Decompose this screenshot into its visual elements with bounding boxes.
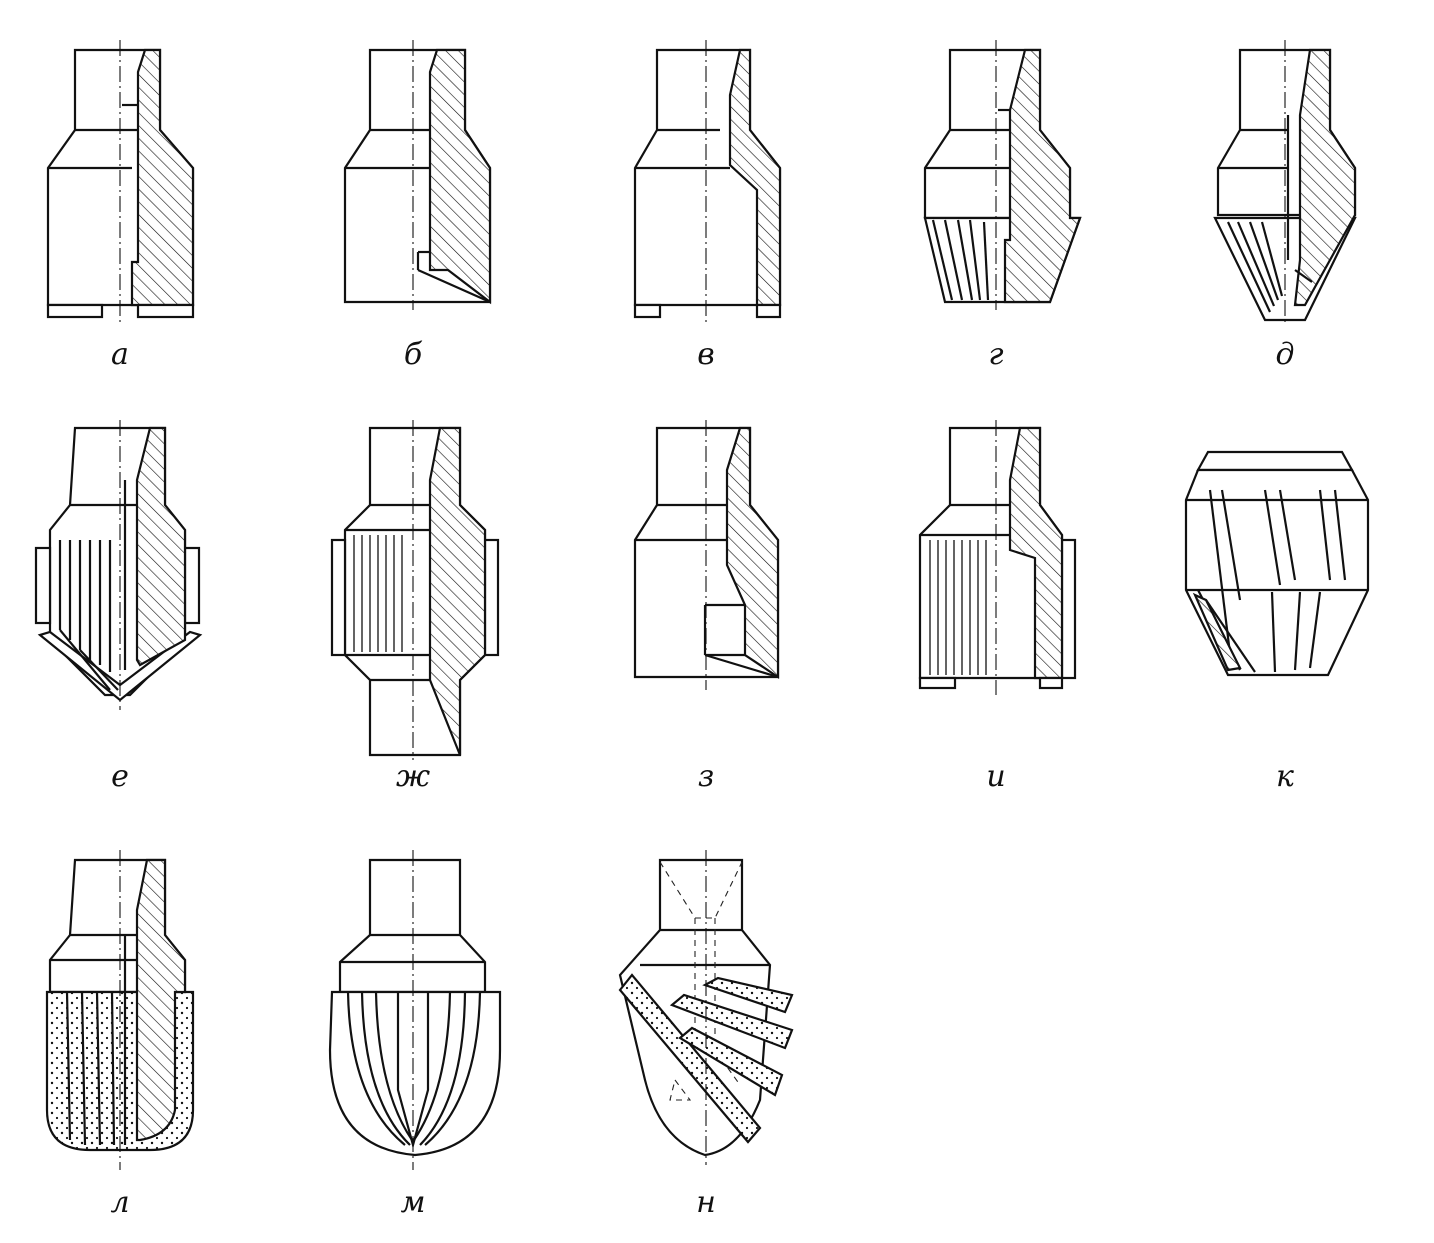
bit-a — [46, 40, 195, 325]
label-k: к — [1276, 759, 1294, 794]
bit-d — [1213, 40, 1357, 325]
label-v: в — [697, 337, 715, 372]
label-a: а — [111, 337, 129, 372]
bit-g — [923, 40, 1082, 310]
bit-z — [633, 420, 780, 690]
label-l: л — [110, 1185, 130, 1220]
bit-zh — [330, 420, 500, 760]
label-i: и — [986, 759, 1006, 794]
label-m: м — [400, 1185, 426, 1220]
label-zh: ж — [395, 759, 431, 794]
label-n: н — [696, 1185, 716, 1220]
bit-e — [34, 420, 203, 710]
bit-n — [618, 850, 794, 1165]
bit-l — [45, 850, 195, 1170]
label-b: б — [403, 337, 423, 372]
label-d: д — [1275, 337, 1295, 372]
bit-b — [343, 40, 492, 310]
label-e: е — [111, 759, 129, 794]
label-z: з — [697, 759, 715, 794]
bit-i — [918, 420, 1077, 695]
bit-k — [1184, 450, 1370, 677]
bit-v — [633, 40, 782, 325]
label-g: г — [988, 337, 1004, 372]
bit-m — [328, 850, 502, 1170]
